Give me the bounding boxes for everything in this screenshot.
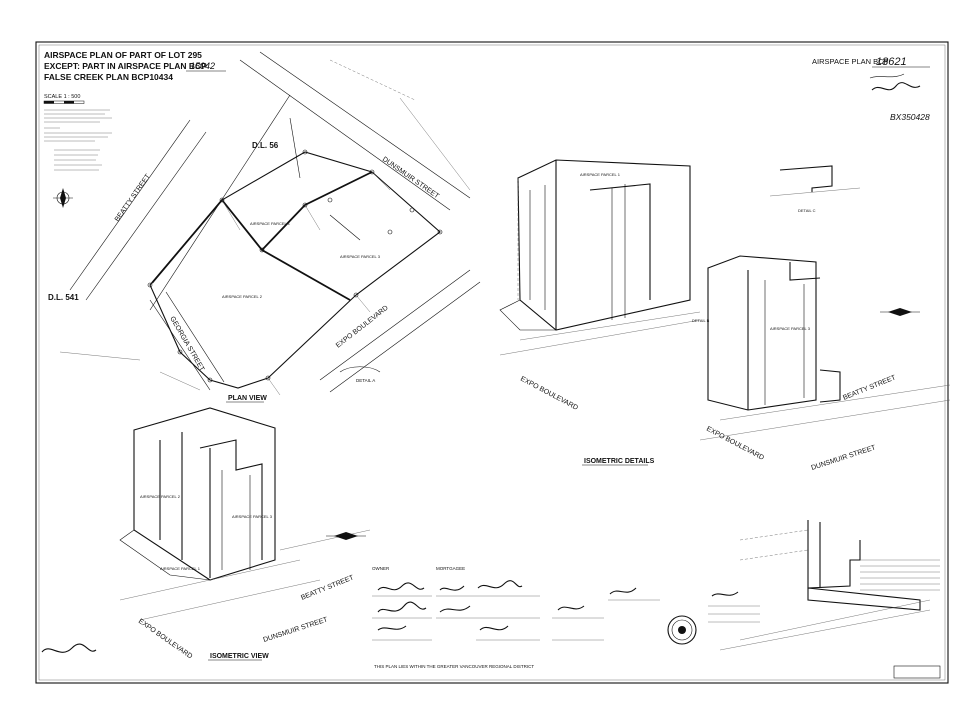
iso-view-title: ISOMETRIC VIEW <box>210 653 269 660</box>
isometric-view: AIRSPACE PARCEL 2 AIRSPACE PARCEL 3 AIRS… <box>119 407 371 660</box>
iso-detail-airspace-parcel-1: AIRSPACE PARCEL 1 <box>580 172 621 177</box>
plan-detail-a: DETAIL A <box>356 378 375 383</box>
sheet-inner-border <box>38 44 946 681</box>
north-arrow-icon <box>53 188 73 208</box>
corporate-seal-icon <box>667 615 697 645</box>
airspace-plan-number: 18621 <box>876 56 907 68</box>
plan-view: BEATTY STREET DUNSMUIR STREET GEORGIA ST… <box>48 51 481 403</box>
plan-airspace-parcel-1: AIRSPACE PARCEL 1 <box>250 221 291 226</box>
iso-view-street-beatty: BEATTY STREET <box>300 574 355 602</box>
surveyor-signature <box>41 643 97 653</box>
certification-block: OWNER MORTGAGEE <box>41 566 760 669</box>
iso-detail-b: DETAIL B <box>692 318 710 323</box>
mortgagee-label: MORTGAGEE <box>436 566 465 571</box>
iso-street-expo-mid: EXPO BOULEVARD <box>519 376 579 412</box>
title-line-3: FALSE CREEK PLAN BCP10434 <box>44 72 173 82</box>
iso-street-beatty: BEATTY STREET <box>842 374 897 402</box>
plan-airspace-parcel-3: AIRSPACE PARCEL 3 <box>340 254 381 259</box>
district-lot-541: D.L. 541 <box>48 293 79 302</box>
title-line-1: AIRSPACE PLAN OF PART OF LOT 295 <box>44 50 202 60</box>
title-block: AIRSPACE PLAN OF PART OF LOT 295 EXCEPT:… <box>43 50 226 208</box>
iso-street-dunsmuir: DUNSMUIR STREET <box>810 444 877 472</box>
north-arrow-right-icon <box>880 308 920 316</box>
iso-view-street-expo: EXPO BOULEVARD <box>137 618 193 660</box>
survey-markers <box>147 149 443 383</box>
iso-view-airspace-parcel-3: AIRSPACE PARCEL 3 <box>232 514 273 519</box>
iso-detail-c: DETAIL C <box>798 208 816 213</box>
plan-airspace-parcel-2: AIRSPACE PARCEL 2 <box>222 294 263 299</box>
scale-bar <box>43 100 85 104</box>
owner-label: OWNER <box>372 566 390 571</box>
north-arrow-iso-view-icon <box>326 532 366 540</box>
district-note: THIS PLAN LIES WITHIN THE GREATER VANCOU… <box>374 664 534 669</box>
iso-details-title: ISOMETRIC DETAILS <box>584 458 655 465</box>
detail-bottom-right <box>719 520 941 679</box>
iso-detail-airspace-parcel-3: AIRSPACE PARCEL 3 <box>770 326 811 331</box>
street-expo-plan: EXPO BOULEVARD <box>335 305 390 350</box>
registration-block: AIRSPACE PLAN BCP 18621 BX350428 <box>812 56 930 122</box>
iso-view-street-dunsmuir: DUNSMUIR STREET <box>262 616 329 644</box>
airspace-parcel-boundary <box>151 171 373 284</box>
registration-number: BX350428 <box>890 112 930 122</box>
title-line-2: EXCEPT: PART IN AIRSPACE PLAN BCP <box>44 61 207 71</box>
iso-detail-parcel-3: AIRSPACE PARCEL 3 BEATTY STREET DUNSMUIR… <box>699 165 951 472</box>
airspace-plan-label: AIRSPACE PLAN BCP <box>812 57 889 66</box>
iso-detail-parcel-1: AIRSPACE PARCEL 1 EXPO BOULEVARD DETAIL … <box>499 159 710 412</box>
scale-label: SCALE 1 : 500 <box>44 94 80 100</box>
registrar-signature <box>871 82 921 91</box>
district-lot-56: D.L. 56 <box>252 141 279 150</box>
iso-view-airspace-parcel-1: AIRSPACE PARCEL 1 <box>160 566 201 571</box>
sheet-border <box>35 41 949 684</box>
street-dunsmuir-plan: DUNSMUIR STREET <box>381 156 441 201</box>
plan-view-title: PLAN VIEW <box>228 395 267 402</box>
plan-notes <box>44 109 112 171</box>
iso-view-airspace-parcel-2: AIRSPACE PARCEL 2 <box>140 494 181 499</box>
title-line-2-handwritten: 15042 <box>190 61 215 71</box>
